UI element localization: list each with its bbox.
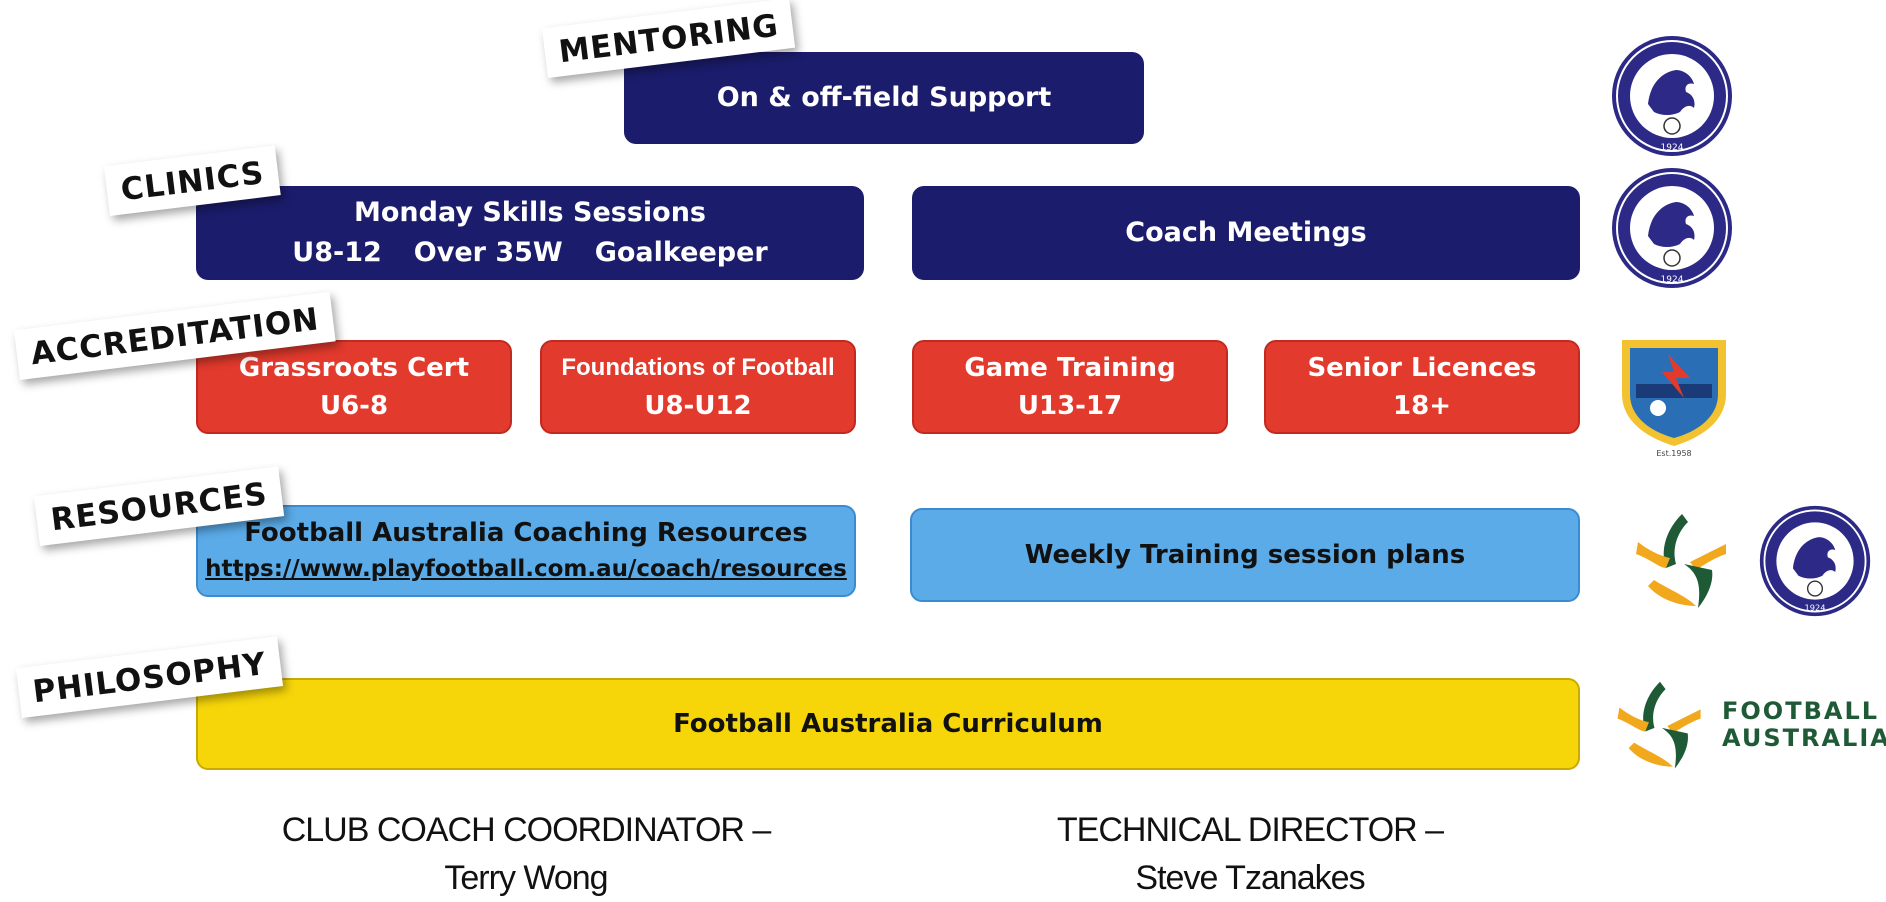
accreditation-ages: U13-17 (1017, 391, 1123, 421)
curriculum-label: Football Australia Curriculum (673, 709, 1103, 739)
coordinator-credit: CLUB COACH COORDINATOR – Terry Wong (226, 806, 826, 902)
skills-group-item: Over 35W (413, 237, 563, 268)
accreditation-name: Senior Licences (1307, 353, 1537, 383)
fa-resources-title: Football Australia Coaching Resources (244, 518, 808, 548)
accreditation-box-foundations: Foundations of Football U8-U12 (540, 340, 856, 434)
monday-skills-title: Monday Skills Sessions (354, 197, 706, 228)
coordinator-name: Terry Wong (444, 859, 608, 897)
accreditation-box-game-training: Game Training U13-17 (912, 340, 1228, 434)
association-shield-logo: Est.1958 (1622, 340, 1726, 458)
coach-meetings-box: Coach Meetings (912, 186, 1580, 280)
accreditation-box-senior: Senior Licences 18+ (1264, 340, 1580, 434)
football-australia-wordmark: FOOTBALL AUSTRALIA (1722, 698, 1886, 752)
club-badge-year: 1924 (1804, 603, 1825, 613)
monday-skills-box: Monday Skills Sessions U8-12 Over 35W Goal… (196, 186, 864, 280)
director-name: Steve Tzanakes (1135, 859, 1365, 897)
association-est: Est.1958 (1656, 449, 1691, 458)
skills-group-item: U8-12 (292, 237, 382, 268)
accreditation-name: Game Training (964, 353, 1176, 383)
coordinator-role: CLUB COACH COORDINATOR – (281, 811, 772, 849)
mentoring-support-box: On & off-field Support (624, 52, 1144, 144)
club-badge-year: 1924 (1661, 143, 1684, 153)
fa-wordmark-line1: FOOTBALL (1722, 697, 1880, 725)
fa-resources-box: Football Australia Coaching Resources ht… (196, 505, 856, 597)
curriculum-box: Football Australia Curriculum (196, 678, 1580, 770)
accreditation-ages: U8-U12 (644, 391, 752, 421)
skills-group-item: Goalkeeper (594, 237, 768, 268)
weekly-plans-label: Weekly Training session plans (1024, 540, 1466, 570)
skills-groups: U8-12 Over 35W Goalkeeper (276, 233, 783, 273)
fa-wordmark-line2: AUSTRALIA (1722, 724, 1886, 752)
fa-resources-link[interactable]: https://www.playfootball.com.au/coach/re… (205, 556, 847, 582)
club-badge-logo: 1924 (1612, 168, 1732, 288)
accreditation-ages: 18+ (1393, 391, 1451, 421)
accreditation-name: Grassroots Cert (238, 353, 470, 383)
weekly-plans-box: Weekly Training session plans (910, 508, 1580, 602)
club-badge-logo: 1924 (1759, 505, 1871, 617)
football-australia-emblem (1613, 679, 1707, 773)
director-credit: TECHNICAL DIRECTOR – Steve Tzanakes (1000, 806, 1500, 902)
accreditation-name: Foundations of Football (561, 354, 835, 381)
football-australia-emblem (1632, 512, 1732, 612)
coach-meetings-label: Coach Meetings (1125, 217, 1367, 248)
club-badge-logo: 1924 (1612, 36, 1732, 156)
director-role: TECHNICAL DIRECTOR – (1056, 811, 1444, 849)
accreditation-box-grassroots: Grassroots Cert U6-8 (196, 340, 512, 434)
mentoring-support-label: On & off-field Support (716, 82, 1052, 113)
club-badge-year: 1924 (1661, 275, 1684, 285)
accreditation-ages: U6-8 (319, 391, 389, 421)
